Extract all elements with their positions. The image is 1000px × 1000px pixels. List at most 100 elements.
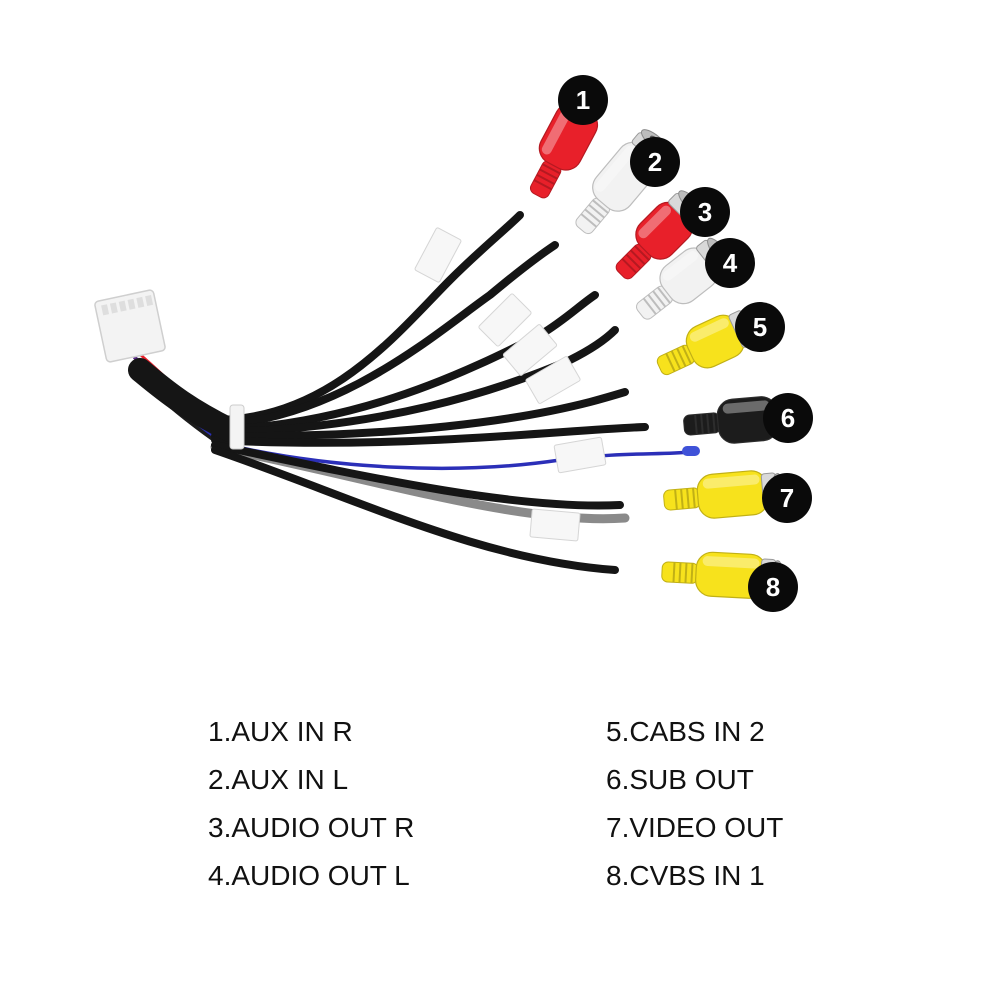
badge-number: 5 (753, 312, 767, 342)
badge-circle (558, 75, 608, 125)
number-badge-7: 7 (762, 473, 812, 523)
plug-highlight (689, 318, 729, 342)
plug-ridge (536, 173, 555, 185)
badge-circle (735, 302, 785, 352)
plug-ridge (634, 245, 650, 261)
cable-label-tag (529, 508, 581, 542)
plug-ridge (676, 347, 687, 367)
rca-cable-5 (211, 388, 629, 441)
rca-cable-8 (211, 446, 619, 574)
plug-ridge (686, 488, 690, 509)
plug-highlight (722, 400, 770, 414)
plug-ridge (692, 487, 696, 508)
rca-cable-6 (211, 423, 649, 447)
number-badge-8: 8 (748, 562, 798, 612)
cable-label-tag (478, 293, 532, 347)
plug-ridge (680, 488, 684, 510)
plug-highlight (638, 205, 672, 239)
plug-ridge (681, 345, 692, 365)
cable-trunk (128, 358, 242, 442)
badge-circle (705, 238, 755, 288)
harness-connector-block (94, 289, 166, 363)
rca-cable-2 (211, 241, 559, 429)
plug-ridge (539, 168, 558, 180)
cable-label-tag (525, 356, 581, 404)
plug-ridge (678, 562, 682, 583)
plug-ridge (700, 413, 704, 435)
legend-left-column: 1.AUX IN R 2.AUX IN L 3.AUDIO OUT R 4.AU… (208, 712, 414, 904)
plug-ridge (642, 297, 657, 315)
cable-label-tag (414, 227, 462, 283)
plug-ridge (690, 563, 694, 584)
plug-ridge (541, 163, 561, 175)
badge-number: 6 (781, 403, 795, 433)
rca-plug-7 (663, 470, 786, 519)
legend-right-column: 5.CABS IN 2 6.SUB OUT 7.VIDEO OUT 8.CVBS… (606, 712, 783, 904)
plug-ridge (712, 412, 716, 433)
blue-wire-cap (682, 446, 700, 456)
plug-highlight (541, 107, 572, 155)
badge-number: 8 (766, 572, 780, 602)
number-badge-5: 5 (735, 302, 785, 352)
number-badge-4: 4 (705, 238, 755, 288)
connector-pin (127, 298, 136, 310)
connector-pin (109, 302, 118, 314)
legend-item-aux-in-r: 1.AUX IN R (208, 716, 353, 747)
legend-item-aux-in-l: 2.AUX IN L (208, 764, 349, 795)
plug-ridge (694, 414, 698, 435)
legend-item-audio-out-r: 3.AUDIO OUT R (208, 812, 415, 843)
plug-ridge (621, 257, 638, 274)
plug-ridge (533, 179, 553, 191)
rca-cable-4 (211, 326, 619, 436)
legend-item-cabs-in-2: 5.CABS IN 2 (606, 716, 765, 747)
badge-circle (630, 137, 680, 187)
plug-ridge (580, 213, 598, 228)
cable-bundle (126, 211, 700, 574)
plug-highlight (702, 474, 760, 489)
plug-ridge (665, 352, 676, 372)
legend-item-cvbs-in-1: 8.CVBS IN 1 (606, 860, 765, 891)
number-badge-3: 3 (680, 187, 730, 237)
plug-ridge (656, 286, 671, 304)
badge-number: 4 (723, 248, 738, 278)
connector-pin (101, 304, 110, 316)
plug-ridge (670, 350, 682, 370)
plug-ridge (672, 562, 676, 583)
plug-ridge (629, 249, 646, 266)
legend-item-audio-out-l: 4.AUDIO OUT L (208, 860, 410, 891)
legend-item-sub-out: 6.SUB OUT (606, 764, 754, 795)
plug-ridge (584, 208, 602, 224)
rca-cable-3 (211, 291, 599, 434)
rca-cable-7 (211, 441, 624, 510)
cable-label-tag (553, 436, 607, 474)
plug-ridge (647, 294, 662, 312)
number-badge-2: 2 (630, 137, 680, 187)
plug-ridge (652, 290, 667, 308)
number-badge-1: 1 (558, 75, 608, 125)
connector-pin (145, 294, 154, 306)
legend-item-video-out: 7.VIDEO OUT (606, 812, 784, 843)
plug-highlight (702, 556, 760, 569)
badge-circle (762, 473, 812, 523)
cable-label-tag (502, 324, 558, 376)
plug-ridge (706, 413, 710, 434)
plug-ridge (592, 199, 609, 214)
plug-ridge (674, 489, 678, 510)
badge-circle (680, 187, 730, 237)
cable-tie (229, 404, 245, 450)
badge-circle (763, 393, 813, 443)
badge-number: 2 (648, 147, 662, 177)
plug-ridge (625, 253, 642, 270)
badge-circle (748, 562, 798, 612)
plug-ridge (588, 204, 605, 219)
number-badge-6: 6 (763, 393, 813, 443)
plug-ridge (684, 562, 688, 583)
badge-number: 1 (576, 85, 590, 115)
plug-highlight (662, 251, 698, 281)
badge-number: 7 (780, 483, 794, 513)
rca-cable-1 (211, 211, 524, 424)
plug-highlight (595, 145, 636, 192)
connector-pin (136, 296, 145, 308)
